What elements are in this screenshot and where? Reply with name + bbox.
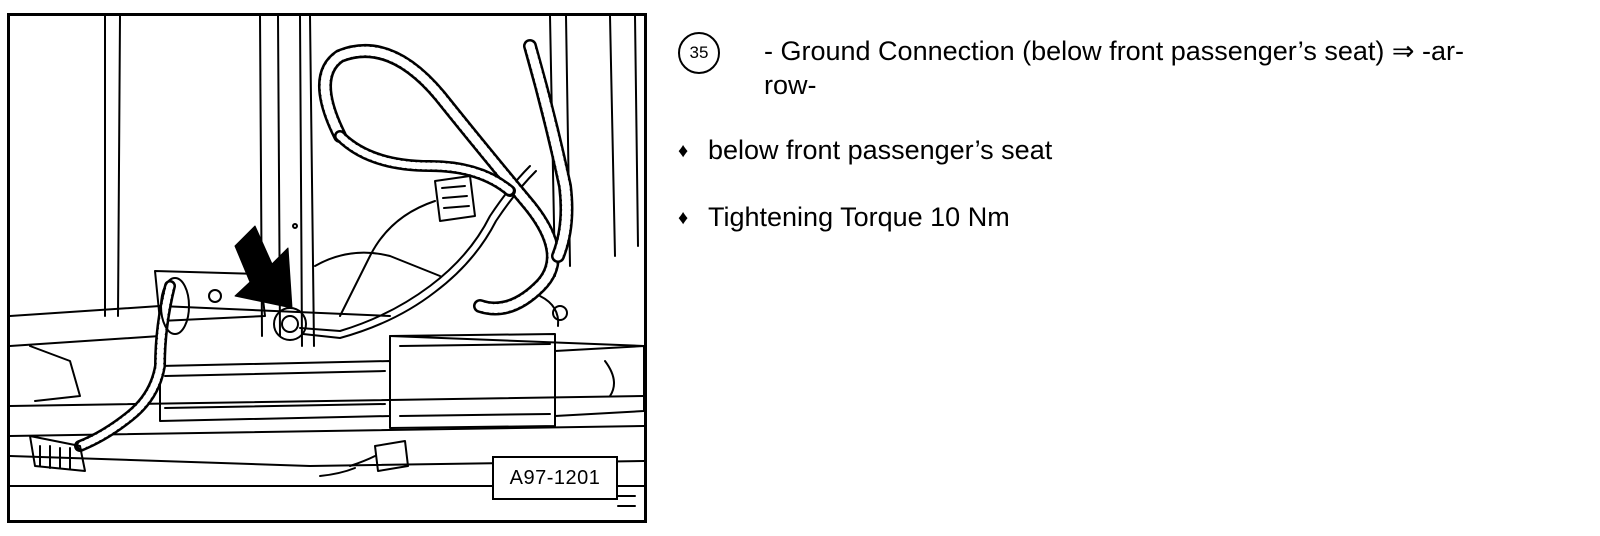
figure-id-label: A97-1201 — [492, 456, 618, 500]
bullet-item-location: ♦ below front passenger’s seat — [678, 133, 1558, 168]
diamond-bullet-icon: ♦ — [678, 207, 689, 229]
legend-item-text-line1: - Ground Connection (below front passeng… — [764, 36, 1464, 66]
callout-number-badge: 35 — [678, 32, 720, 74]
illustration-figure: A97-1201 — [7, 13, 647, 523]
bullet-item-torque: ♦ Tightening Torque 10 Nm — [678, 200, 1558, 235]
legend-item-text: - Ground Connection (below front passeng… — [764, 34, 1564, 102]
legend-item-text-line2: row- — [764, 70, 817, 100]
bullet-text: below front passenger’s seat — [708, 135, 1053, 165]
bullet-text: Tightening Torque 10 Nm — [708, 202, 1010, 232]
diamond-bullet-icon: ♦ — [678, 140, 689, 162]
ground-connection-illustration — [10, 16, 644, 507]
